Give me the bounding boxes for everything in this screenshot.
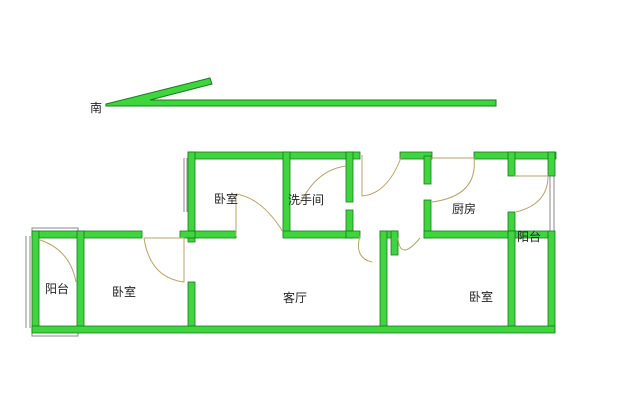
walls — [31, 151, 557, 334]
room-label-bathroom: 洗手间 — [288, 193, 324, 207]
room-label-kitchen: 厨房 — [452, 201, 476, 216]
room-label-bedroom-north: 卧室 — [214, 191, 238, 206]
room-label-living-room: 客厅 — [283, 290, 307, 305]
room-label-balcony-east: 阳台 — [517, 229, 541, 244]
north-arrow-icon — [105, 77, 497, 107]
room-label-balcony-west: 阳台 — [45, 281, 69, 296]
doors — [39, 154, 549, 283]
compass-label: 南 — [90, 100, 102, 115]
room-label-bedroom-east: 卧室 — [469, 289, 493, 304]
room-label-bedroom-southwest: 卧室 — [112, 284, 136, 299]
